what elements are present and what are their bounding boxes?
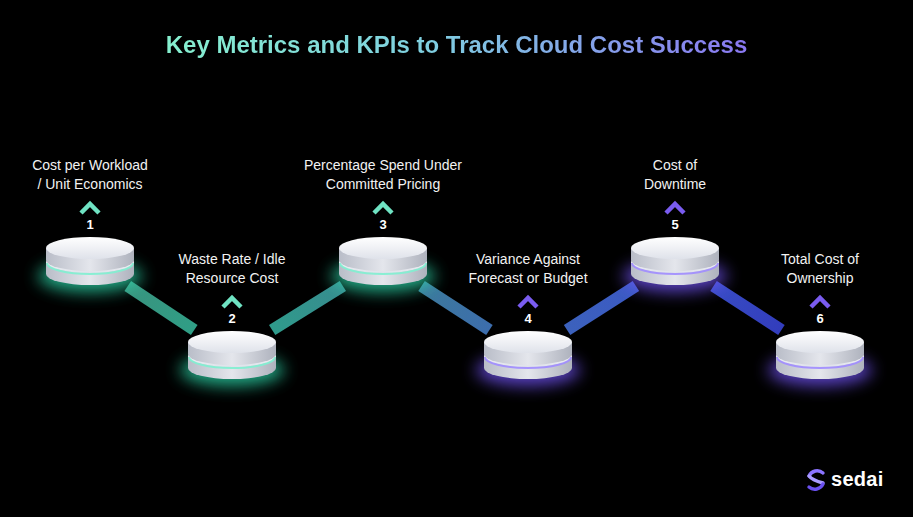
disc-stack bbox=[631, 236, 719, 286]
logo-arc bbox=[809, 484, 823, 489]
metric-label: Cost per Workload / Unit Economics bbox=[29, 156, 151, 194]
connector-band bbox=[272, 286, 343, 330]
logo-arc bbox=[809, 476, 823, 483]
step-number: 1 bbox=[46, 218, 134, 232]
up-chevron bbox=[666, 204, 684, 213]
up-chevron bbox=[519, 298, 537, 307]
metric-label: Percentage Spend Under Committed Pricing bbox=[297, 156, 469, 194]
metric-label: Waste Rate / Idle Resource Cost bbox=[168, 250, 296, 288]
metric-disc: Variance Against Forecast or Budget4 bbox=[484, 330, 572, 380]
logo-arc bbox=[809, 471, 823, 476]
metric-disc: Total Cost of Ownership6 bbox=[776, 330, 864, 380]
step-number: 2 bbox=[188, 312, 276, 326]
disc-face bbox=[776, 331, 864, 353]
disc-stack bbox=[484, 330, 572, 380]
metric-disc: Cost of Downtime5 bbox=[631, 236, 719, 286]
connector-band bbox=[128, 286, 194, 330]
title-wrap: Key Metrics and KPIs to Track Cloud Cost… bbox=[0, 30, 913, 60]
disc-face bbox=[339, 237, 427, 259]
step-number: 3 bbox=[339, 218, 427, 232]
disc-stack bbox=[46, 236, 134, 286]
connector-band bbox=[567, 286, 636, 330]
diagram-title: Key Metrics and KPIs to Track Cloud Cost… bbox=[166, 31, 748, 58]
disc-face bbox=[46, 237, 134, 259]
brand-name: sedai bbox=[831, 466, 884, 492]
disc-stack bbox=[776, 330, 864, 380]
metric-disc: Waste Rate / Idle Resource Cost2 bbox=[188, 330, 276, 380]
metric-label: Total Cost of Ownership bbox=[771, 250, 869, 288]
disc-face bbox=[188, 331, 276, 353]
connector-band bbox=[714, 286, 782, 330]
step-number: 4 bbox=[484, 312, 572, 326]
step-number: 6 bbox=[776, 312, 864, 326]
up-chevron bbox=[374, 204, 392, 213]
up-chevron bbox=[81, 204, 99, 213]
brand-logo bbox=[804, 467, 828, 493]
disc-stack bbox=[339, 236, 427, 286]
disc-face bbox=[484, 331, 572, 353]
up-chevron bbox=[223, 298, 241, 307]
up-chevron bbox=[811, 298, 829, 307]
disc-stack bbox=[188, 330, 276, 380]
metric-label: Variance Against Forecast or Budget bbox=[464, 250, 592, 288]
connector-band bbox=[422, 286, 490, 330]
metric-label: Cost of Downtime bbox=[639, 156, 711, 194]
metric-disc: Cost per Workload / Unit Economics1 bbox=[46, 236, 134, 286]
metric-disc: Percentage Spend Under Committed Pricing… bbox=[339, 236, 427, 286]
step-number: 5 bbox=[631, 218, 719, 232]
disc-face bbox=[631, 237, 719, 259]
